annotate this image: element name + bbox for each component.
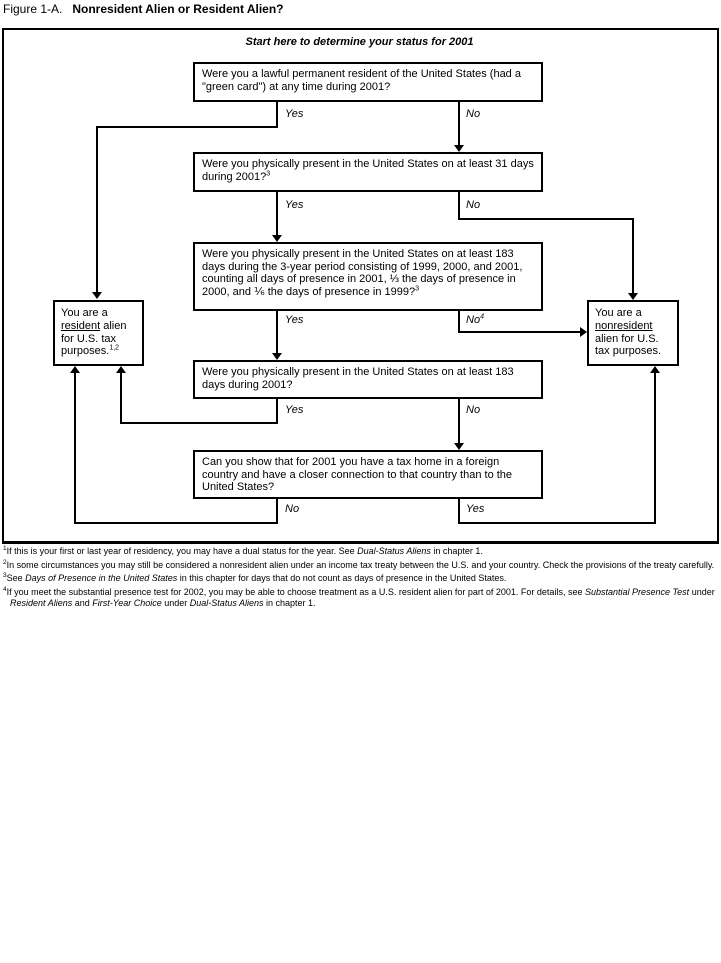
nonresident-text-post: alien for U.S. tax purposes. <box>595 332 662 358</box>
footnote-3: 3See Days of Presence in the United Stat… <box>3 572 717 585</box>
footnote-4-text-3: and <box>72 598 93 608</box>
question-183-days-2001: Were you physically present in the Unite… <box>193 360 543 399</box>
footnote-1: 1If this is your first or last year of r… <box>3 545 717 558</box>
result-resident-alien: You are a resident alien for U.S. tax pu… <box>53 300 144 366</box>
q1-no-connector-v <box>458 102 460 146</box>
figure-title: Nonresident Alien or Resident Alien? <box>72 2 284 16</box>
arrow-down-icon <box>454 443 464 450</box>
figure-title-row: Figure 1-A. Nonresident Alien or Resident… <box>3 2 284 16</box>
footnote-3-italic: Days of Presence in the United States <box>25 573 178 583</box>
q3-yes-label: Yes <box>285 314 304 326</box>
footnotes: 1If this is your first or last year of r… <box>3 545 717 612</box>
footnote-4-text-end: in chapter 1. <box>263 598 316 608</box>
q3-no-connector-h <box>458 331 580 333</box>
result-nonresident-alien: You are a nonresident alien for U.S. tax… <box>587 300 679 366</box>
q1-yes-connector-v2 <box>96 126 98 293</box>
q5-no-connector-v1 <box>276 499 278 524</box>
footnote-3-text: See <box>6 573 26 583</box>
q4-no-label: No <box>466 404 481 416</box>
question-tax-home: Can you show that for 2001 you have a ta… <box>193 450 543 499</box>
footnote-4: 4If you meet the substantial presence te… <box>3 585 717 610</box>
arrow-down-icon <box>272 235 282 242</box>
q1-yes-connector-h <box>96 126 278 128</box>
q2-yes-label: Yes <box>285 199 304 211</box>
footnote-3-number: 3 <box>3 572 7 579</box>
footnote-ref-3: 3 <box>415 285 419 293</box>
resident-text-pre: You are a <box>61 307 108 319</box>
q1-no-label: No <box>466 108 481 120</box>
q3-yes-connector-v <box>276 311 278 354</box>
q3-no-text: No <box>466 314 481 326</box>
arrow-up-icon <box>70 366 80 373</box>
footnote-4-text-4: under <box>161 598 190 608</box>
q1-yes-connector-v1 <box>276 102 278 128</box>
arrow-up-icon <box>650 366 660 373</box>
footnote-2-text: In some circumstances you may still be c… <box>6 559 715 570</box>
footnote-3-text-end: in this chapter for days that do not cou… <box>177 573 507 583</box>
q5-yes-connector-v2 <box>654 372 656 524</box>
footnote-1-text-end: in chapter 1. <box>430 546 483 556</box>
footnote-4-italic-2: Resident Aliens <box>10 598 73 608</box>
q3-no-connector-v <box>458 311 460 333</box>
footnote-4-number: 4 <box>3 585 7 593</box>
question-183-days-2001-text: Were you physically present in the Unite… <box>202 366 514 391</box>
footnote-4-italic-1: Substantial Presence Test <box>584 586 690 597</box>
question-31-days: Were you physically present in the Unite… <box>193 152 543 192</box>
arrow-down-icon <box>454 145 464 152</box>
arrow-down-icon <box>92 292 102 299</box>
footnote-ref-4: 4 <box>480 313 484 321</box>
q5-yes-connector-h <box>458 522 656 524</box>
q1-yes-label: Yes <box>285 108 304 120</box>
q3-no-label: No4 <box>466 313 484 326</box>
question-green-card-text: Were you a lawful permanent resident of … <box>202 68 521 93</box>
q4-yes-connector-h <box>120 422 278 424</box>
q5-no-connector-h <box>74 522 278 524</box>
figure-label: Figure 1-A. <box>3 2 63 16</box>
footnote-1-text: If this is your first or last year of re… <box>6 546 358 556</box>
q2-no-connector-v1 <box>458 192 460 220</box>
q4-no-connector-v <box>458 399 460 444</box>
start-here-text: Start here to determine your status for … <box>245 36 474 48</box>
footnote-4-text-2: under <box>689 586 715 597</box>
q4-yes-connector-v1 <box>276 399 278 424</box>
nonresident-text-pre: You are a <box>595 307 642 319</box>
q2-no-label: No <box>466 199 481 211</box>
question-183-days-3-year-text: Were you physically present in the Unite… <box>202 248 523 298</box>
q4-yes-label: Yes <box>285 404 304 416</box>
nonresident-text-underlined: nonresident <box>595 319 653 332</box>
q5-yes-label: Yes <box>466 503 485 515</box>
footnote-4-italic-4: Dual-Status Aliens <box>189 598 264 608</box>
footnote-1-number: 1 <box>3 545 7 552</box>
arrow-down-icon <box>628 293 638 300</box>
q2-no-connector-v2 <box>632 218 634 294</box>
question-183-days-3-year: Were you physically present in the Unite… <box>193 242 543 311</box>
footnote-1-italic: Dual-Status Aliens <box>357 546 431 556</box>
resident-text-post: alien for U.S. tax purposes. <box>61 319 127 358</box>
footnote-2-number: 2 <box>3 558 7 566</box>
footnote-4-italic-3: First-Year Choice <box>92 598 162 608</box>
arrow-down-icon <box>272 353 282 360</box>
arrow-right-icon <box>580 327 587 337</box>
footnote-ref-3: 3 <box>266 169 271 177</box>
footnote-4-text: If you meet the substantial presence tes… <box>6 586 585 597</box>
arrow-up-icon <box>116 366 126 373</box>
question-31-days-text: Were you physically present in the Unite… <box>202 158 534 183</box>
q5-yes-connector-v1 <box>458 499 460 524</box>
resident-text-underlined: resident <box>61 319 101 332</box>
q2-yes-connector-v <box>276 192 278 236</box>
question-green-card: Were you a lawful permanent resident of … <box>193 62 543 102</box>
q5-no-label: No <box>285 503 300 515</box>
question-tax-home-text: Can you show that for 2001 you have a ta… <box>202 456 513 494</box>
q4-yes-connector-v2 <box>120 372 122 424</box>
footnote-ref-1-2: 1,2 <box>109 344 120 352</box>
q5-no-connector-v2 <box>74 372 76 524</box>
footnote-2: 2In some circumstances you may still be … <box>3 558 717 572</box>
q2-no-connector-h <box>458 218 634 220</box>
